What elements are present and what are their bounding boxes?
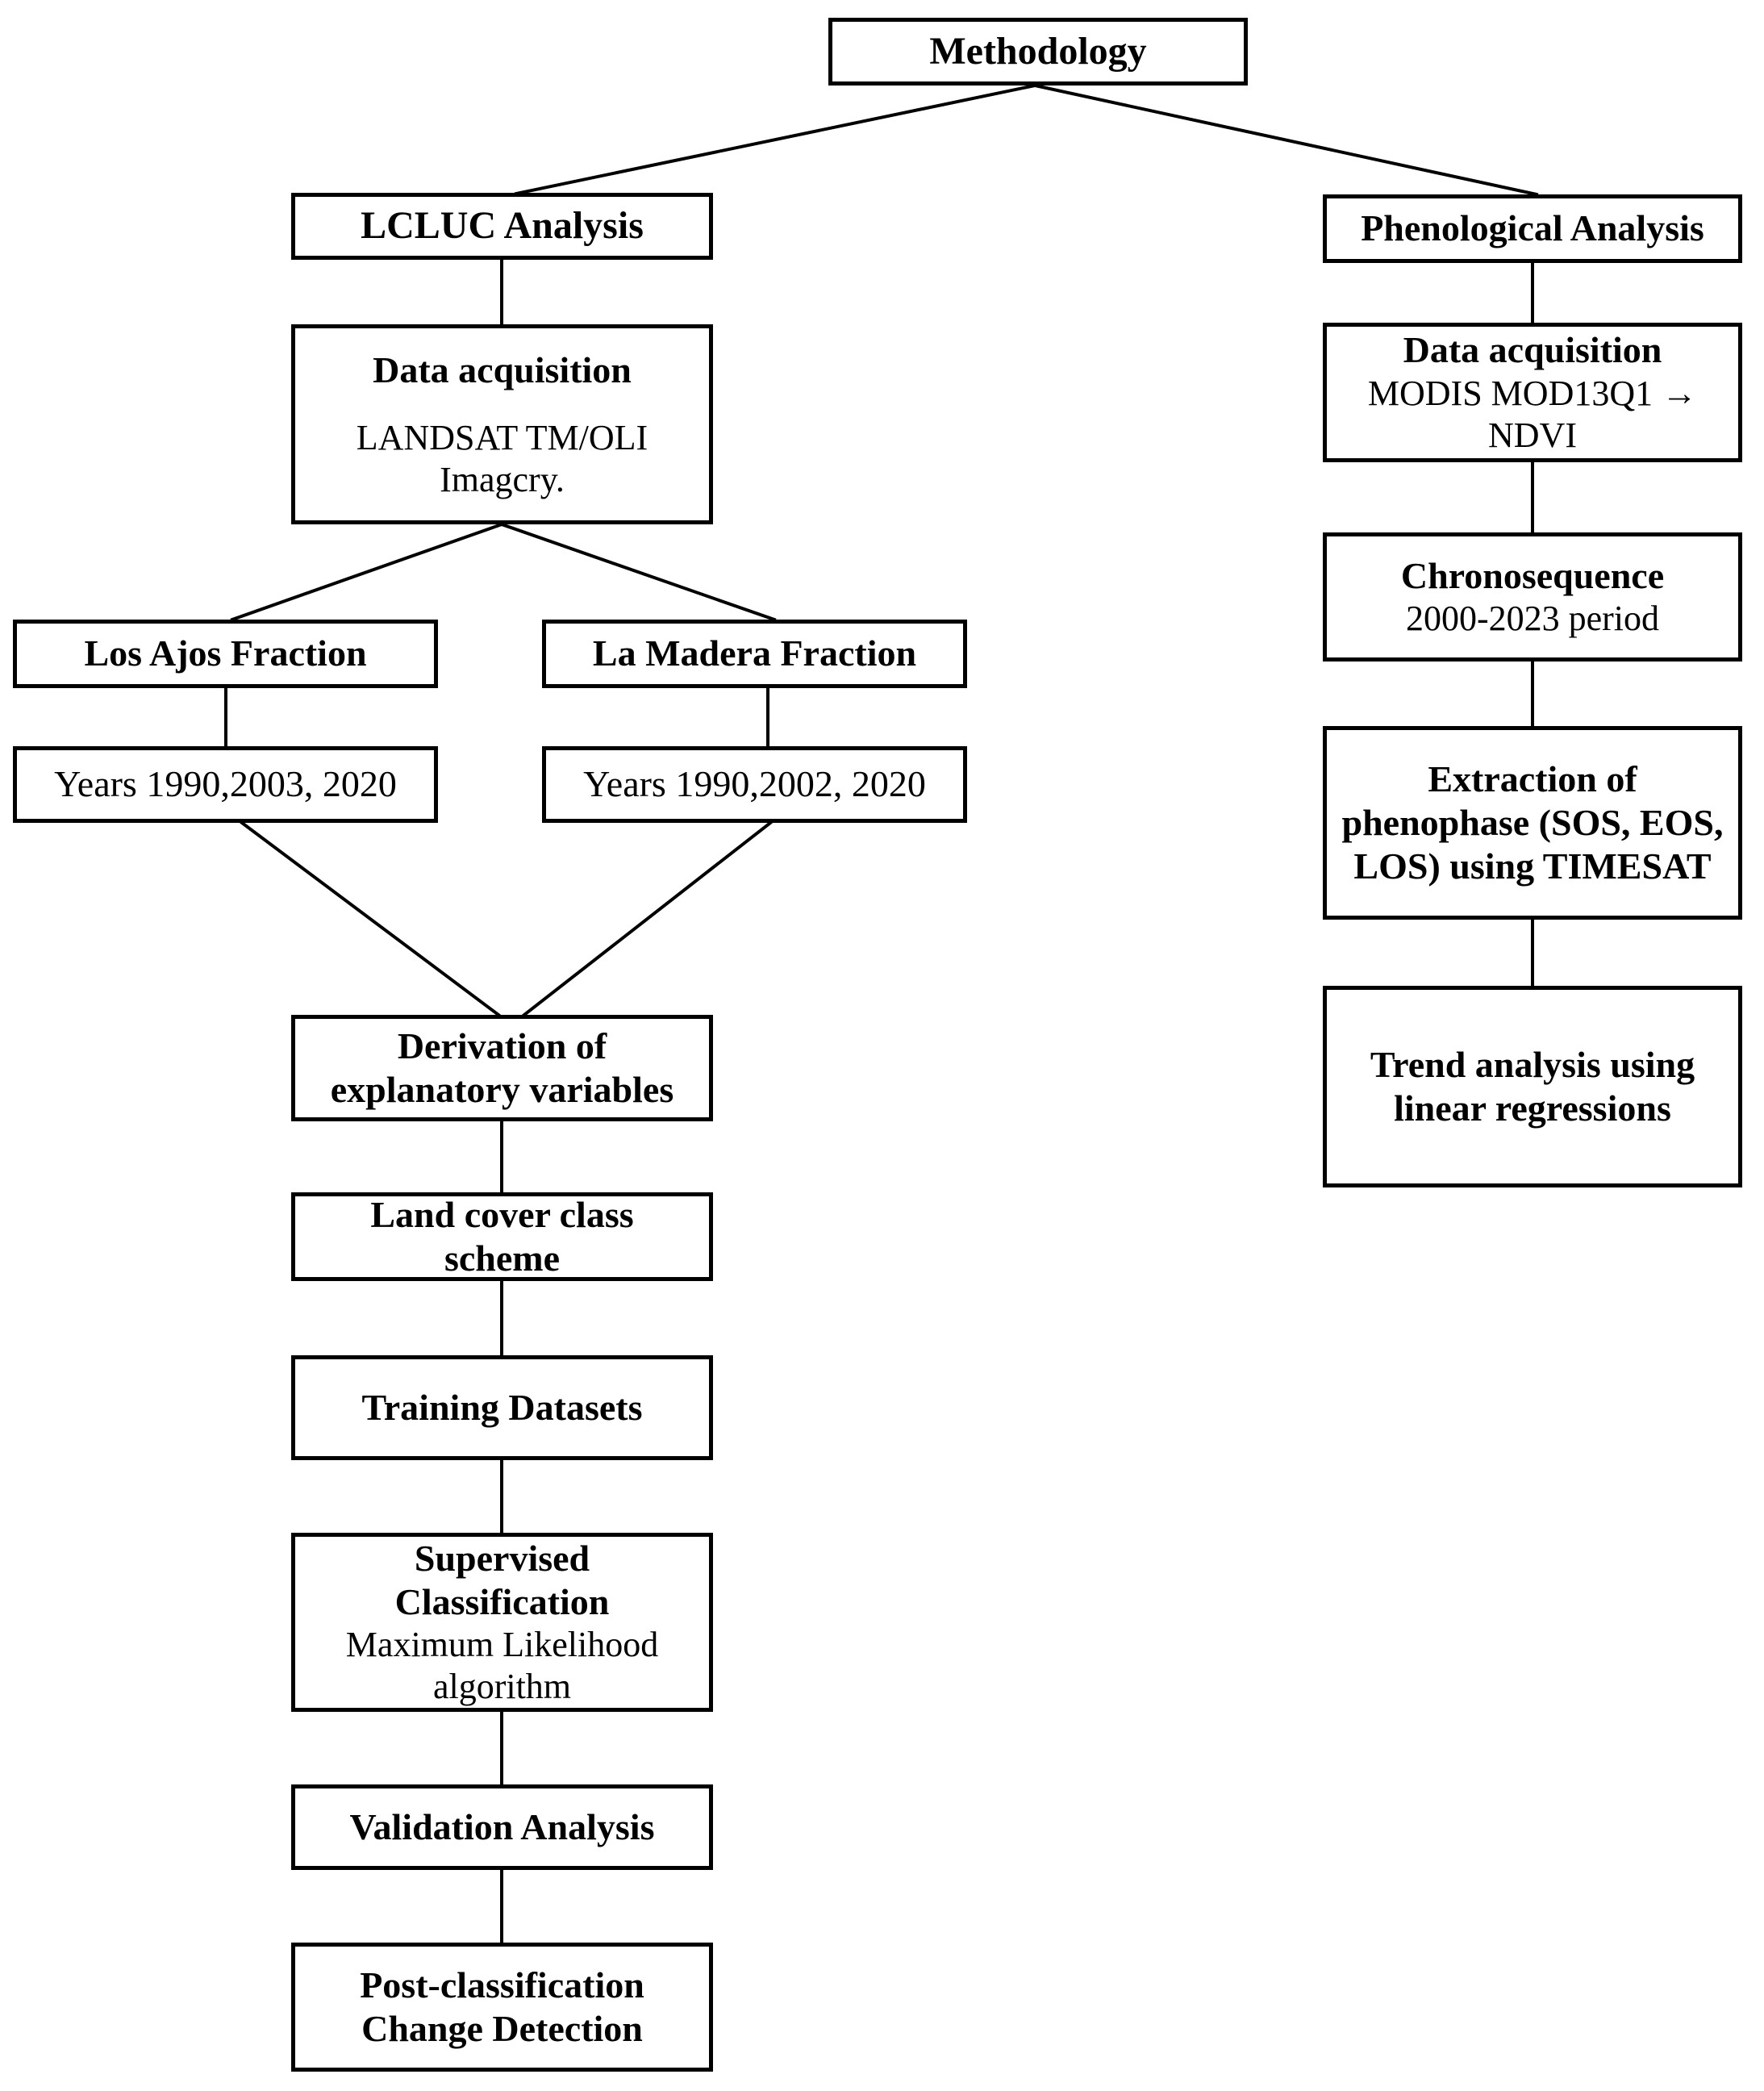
- phenological-data-acquisition-line2: NDVI: [1488, 415, 1577, 455]
- supervised-line2: Classification: [394, 1581, 610, 1623]
- supervised-line1: Supervised: [414, 1537, 590, 1579]
- lcluc-data-acquisition-heading: Data acquisition: [373, 348, 632, 390]
- connector-root-to-lcluc: [514, 83, 1037, 196]
- lcluc-data-acquisition-line2: Imagcry.: [440, 459, 565, 499]
- land-cover-line2: scheme: [444, 1237, 561, 1279]
- node-supervised-classification[interactable]: Supervised Classification Maximum Likeli…: [291, 1533, 713, 1712]
- node-validation-analysis[interactable]: Validation Analysis: [291, 1784, 713, 1870]
- node-years-la-madera[interactable]: Years 1990,2002, 2020: [542, 746, 967, 823]
- post-classification-line1: Post-classification: [360, 1964, 644, 2005]
- fraction-la-madera-label: La Madera Fraction: [592, 632, 917, 674]
- connector-lamaderayears-to-derivation: [522, 820, 773, 1017]
- node-phenological-analysis[interactable]: Phenological Analysis: [1323, 194, 1742, 263]
- years-la-madera-label: Years 1990,2002, 2020: [583, 763, 926, 805]
- post-classification-line2: Change Detection: [361, 2008, 643, 2049]
- connector-losajosyears-to-derivation: [240, 820, 501, 1017]
- years-los-ajos-label: Years 1990,2003, 2020: [54, 763, 397, 805]
- node-phenological-data-acquisition[interactable]: Data acquisition MODIS MOD13Q1 → NDVI: [1323, 323, 1742, 462]
- node-years-los-ajos[interactable]: Years 1990,2003, 2020: [13, 746, 438, 823]
- validation-analysis-label: Validation Analysis: [349, 1805, 655, 1847]
- fraction-los-ajos-label: Los Ajos Fraction: [84, 632, 367, 674]
- node-fraction-los-ajos[interactable]: Los Ajos Fraction: [13, 620, 438, 688]
- node-derivation-explanatory-variables[interactable]: Derivation of explanatory variables: [291, 1015, 713, 1121]
- trend-analysis-line1: Trend analysis using: [1370, 1043, 1695, 1085]
- node-extraction-phenophase[interactable]: Extraction of phenophase (SOS, EOS, LOS)…: [1323, 726, 1742, 920]
- node-lcluc-analysis[interactable]: LCLUC Analysis: [291, 193, 713, 260]
- node-training-datasets[interactable]: Training Datasets: [291, 1355, 713, 1460]
- phenological-data-acquisition-line1: MODIS MOD13Q1 →: [1367, 373, 1698, 413]
- node-methodology[interactable]: Methodology: [828, 18, 1248, 86]
- training-datasets-label: Training Datasets: [361, 1386, 643, 1428]
- node-trend-analysis[interactable]: Trend analysis using linear regressions: [1323, 986, 1742, 1187]
- node-chronosequence[interactable]: Chronosequence 2000-2023 period: [1323, 532, 1742, 662]
- lcluc-data-acquisition-line1: LANDSAT TM/OLI: [356, 417, 648, 457]
- extraction-line2: phenophase (SOS, EOS,: [1341, 801, 1724, 843]
- chronosequence-period: 2000-2023 period: [1405, 599, 1660, 639]
- land-cover-line1: Land cover class: [370, 1193, 634, 1235]
- supervised-sub2: algorithm: [432, 1667, 572, 1707]
- node-fraction-la-madera[interactable]: La Madera Fraction: [542, 620, 967, 688]
- node-post-classification-change-detection[interactable]: Post-classification Change Detection: [291, 1943, 713, 2072]
- chronosequence-heading: Chronosequence: [1400, 554, 1665, 596]
- connector-root-to-phenological: [1032, 83, 1539, 197]
- connector-dataacq-to-losajos: [230, 522, 504, 622]
- node-lcluc-data-acquisition[interactable]: Data acquisition LANDSAT TM/OLI Imagcry.: [291, 324, 713, 524]
- extraction-line1: Extraction of: [1428, 758, 1637, 799]
- supervised-sub1: Maximum Likelihood: [345, 1625, 659, 1665]
- derivation-line1: Derivation of: [397, 1025, 607, 1066]
- node-lcluc-analysis-label: LCLUC Analysis: [361, 204, 644, 248]
- node-methodology-label: Methodology: [929, 29, 1147, 73]
- trend-analysis-line2: linear regressions: [1394, 1087, 1671, 1129]
- derivation-line2: explanatory variables: [330, 1069, 674, 1110]
- node-phenological-analysis-label: Phenological Analysis: [1361, 207, 1704, 249]
- node-land-cover-class-scheme[interactable]: Land cover class scheme: [291, 1192, 713, 1281]
- connector-dataacq-to-lamadera: [499, 522, 777, 622]
- phenological-data-acquisition-heading: Data acquisition: [1403, 329, 1662, 371]
- extraction-line3: LOS) using TIMESAT: [1353, 845, 1712, 887]
